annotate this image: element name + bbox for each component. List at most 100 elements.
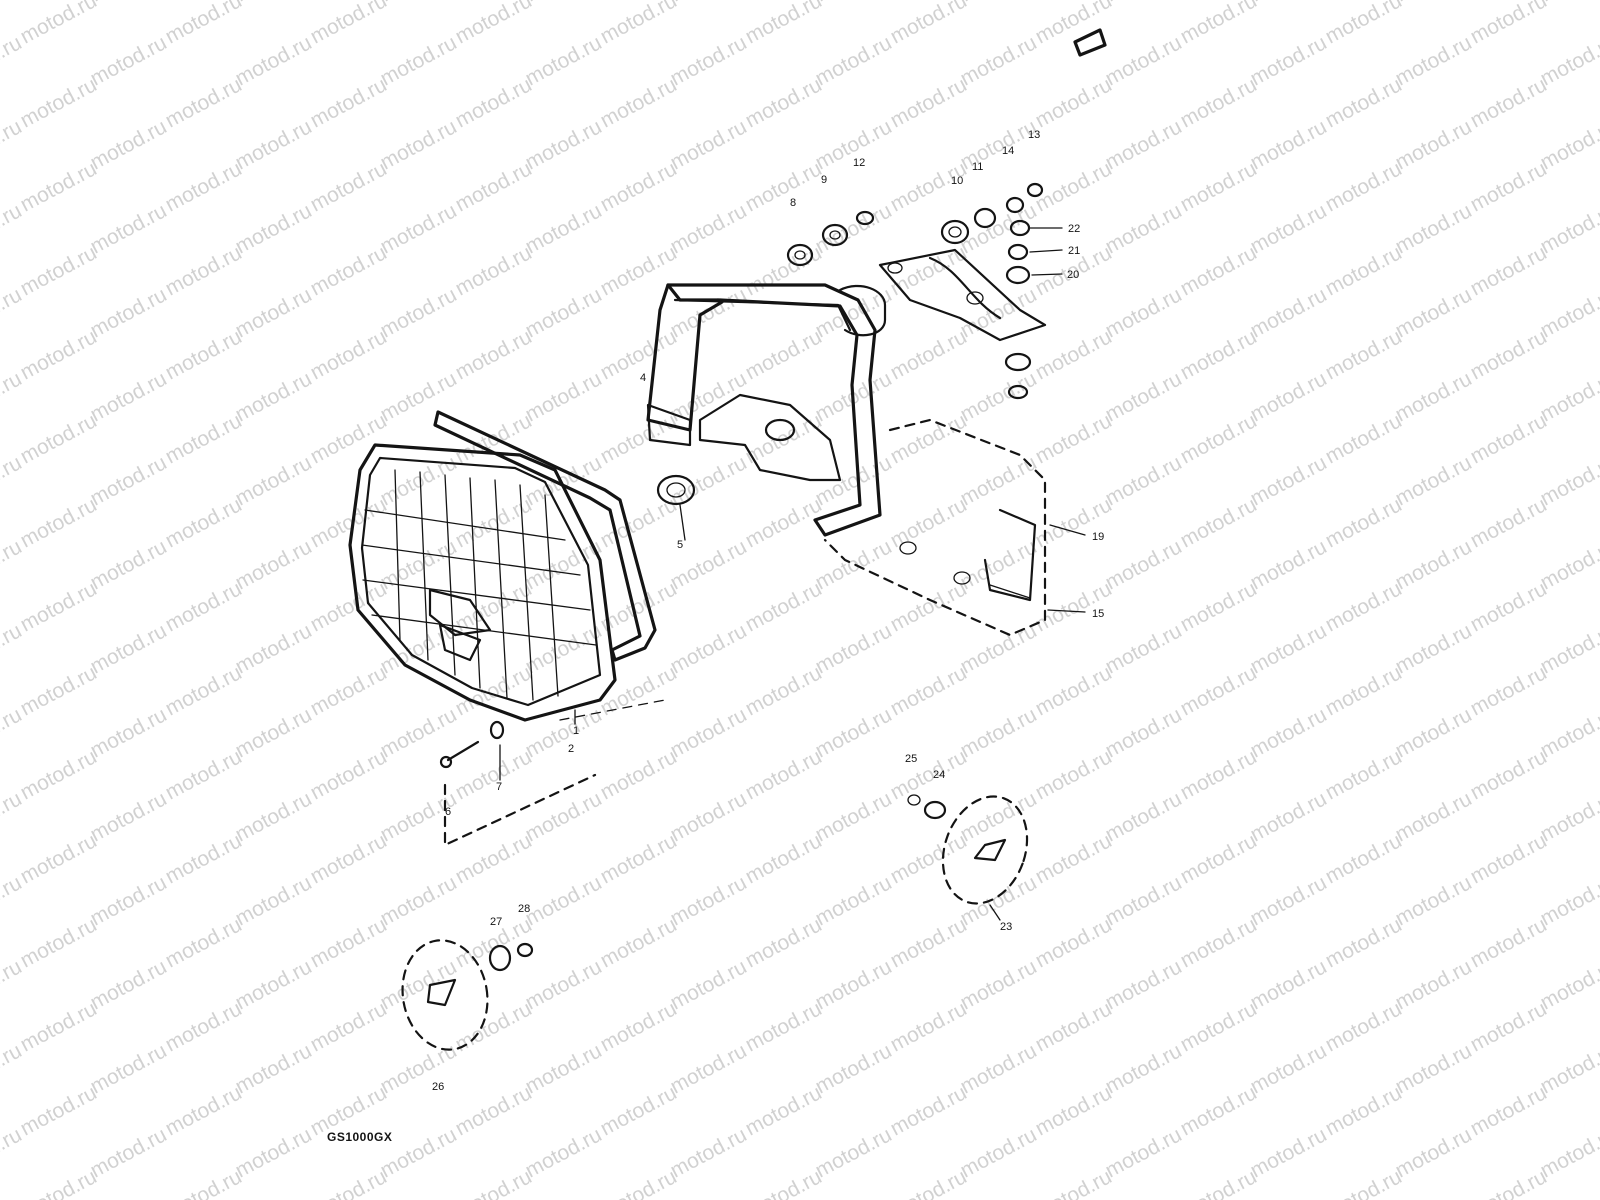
- callout-11: 11: [972, 161, 983, 173]
- watermark-text: motod.ru: [522, 703, 606, 762]
- mounting-bracket: [823, 418, 1047, 637]
- watermark-text: motod.ru: [232, 703, 316, 762]
- watermark-text: motod.ru: [1467, 661, 1551, 720]
- watermark-text: motod.ru: [452, 829, 536, 888]
- watermark-text: motod.ru: [1322, 1165, 1406, 1200]
- watermark-text: motod.ru: [377, 955, 461, 1014]
- watermark-text: motod.ru: [17, 157, 101, 216]
- watermark-text: motod.ru: [1177, 829, 1261, 888]
- watermark-text: motod.ru: [377, 871, 461, 930]
- watermark-text: motod.ru: [1392, 0, 1476, 6]
- watermark-text: motod.ru: [1032, 997, 1116, 1056]
- watermark-text: motod.ru: [87, 0, 171, 6]
- watermark-text: motod.ru: [0, 199, 26, 258]
- watermark-text: motod.ru: [1467, 409, 1551, 468]
- watermark-text: motod.ru: [377, 115, 461, 174]
- watermark-text: motod.ru: [1032, 745, 1116, 804]
- watermark-text: motod.ru: [1247, 787, 1331, 846]
- watermark-text: motod.ru: [742, 829, 826, 888]
- watermark-text: motod.ru: [1102, 703, 1186, 762]
- headlight-housing: [646, 283, 887, 537]
- watermark-text: motod.ru: [1392, 451, 1476, 510]
- watermark-text: motod.ru: [1102, 31, 1186, 90]
- watermark-text: motod.ru: [1392, 1039, 1476, 1098]
- watermark-text: motod.ru: [1467, 0, 1551, 48]
- watermark-text: motod.ru: [1392, 619, 1476, 678]
- watermark-text: motod.ru: [87, 451, 171, 510]
- callout-22: 22: [1068, 223, 1080, 235]
- watermark-text: motod.ru: [1537, 31, 1600, 90]
- callout-1: 1: [573, 725, 579, 737]
- watermark-text: motod.ru: [742, 325, 826, 384]
- watermark-text: motod.ru: [87, 31, 171, 90]
- watermark-text: motod.ru: [17, 73, 101, 132]
- watermark-text: motod.ru: [1247, 955, 1331, 1014]
- watermark-text: motod.ru: [1537, 703, 1600, 762]
- watermark-text: motod.ru: [812, 31, 896, 90]
- watermark-text: motod.ru: [522, 955, 606, 1014]
- watermark-text: motod.ru: [1322, 745, 1406, 804]
- watermark-text: motod.ru: [667, 115, 751, 174]
- watermark-text: motod.ru: [1102, 115, 1186, 174]
- watermark-text: motod.ru: [1537, 619, 1600, 678]
- watermark-text: motod.ru: [1177, 73, 1261, 132]
- callout-2: 2: [568, 743, 574, 755]
- watermark-text: motod.ru: [1392, 535, 1476, 594]
- watermark-text: motod.ru: [1537, 451, 1600, 510]
- watermark-text: motod.ru: [232, 1123, 316, 1182]
- watermark-text: motod.ru: [1032, 409, 1116, 468]
- watermark-text: motod.ru: [1177, 745, 1261, 804]
- watermark-text: motod.ru: [1177, 577, 1261, 636]
- watermark-text: motod.ru: [17, 1165, 101, 1200]
- watermark-text: motod.ru: [957, 955, 1041, 1014]
- watermark-text: motod.ru: [1102, 535, 1186, 594]
- watermark-text: motod.ru: [522, 367, 606, 426]
- watermark-text: motod.ru: [377, 0, 461, 6]
- watermark-text: motod.ru: [0, 115, 26, 174]
- watermark-text: motod.ru: [232, 871, 316, 930]
- watermark-text: motod.ru: [1537, 535, 1600, 594]
- watermark-text: motod.ru: [0, 1039, 26, 1098]
- watermark-text: motod.ru: [1392, 367, 1476, 426]
- watermark-text: motod.ru: [17, 745, 101, 804]
- watermark-text: motod.ru: [0, 703, 26, 762]
- watermark-text: motod.ru: [742, 997, 826, 1056]
- publisher-mark: [1073, 28, 1107, 57]
- watermark-text: motod.ru: [1247, 1039, 1331, 1098]
- callout-numbers: 1 2 4 5 6 7 8 9 10 11 12 13 14 15 19 20 …: [432, 129, 1104, 1093]
- watermark-text: motod.ru: [162, 0, 246, 48]
- watermark-text: motod.ru: [162, 1165, 246, 1200]
- watermark-text: motod.ru: [307, 241, 391, 300]
- watermark-text: motod.ru: [742, 745, 826, 804]
- watermark-text: motod.ru: [87, 199, 171, 258]
- watermark-text: motod.ru: [1392, 115, 1476, 174]
- watermark-text: motod.ru: [667, 1123, 751, 1182]
- watermark-text: motod.ru: [1102, 367, 1186, 426]
- watermark-text: motod.ru: [1247, 115, 1331, 174]
- watermark-text: motod.ru: [667, 1039, 751, 1098]
- watermark-text: motod.ru: [1102, 619, 1186, 678]
- watermark-text: motod.ru: [232, 955, 316, 1014]
- watermark-text: motod.ru: [1177, 913, 1261, 972]
- watermark-text: motod.ru: [597, 409, 681, 468]
- watermark-text: motod.ru: [1322, 913, 1406, 972]
- watermark-text: motod.ru: [377, 31, 461, 90]
- watermark-text: motod.ru: [1102, 787, 1186, 846]
- watermark-text: motod.ru: [597, 661, 681, 720]
- watermark-text: motod.ru: [667, 0, 751, 6]
- watermark-text: motod.ru: [87, 703, 171, 762]
- watermark-text: motod.ru: [667, 199, 751, 258]
- watermark-text: motod.ru: [1322, 829, 1406, 888]
- watermark-text: motod.ru: [522, 199, 606, 258]
- watermark-text: motod.ru: [1247, 199, 1331, 258]
- reflector-disc-right: [907, 794, 1029, 905]
- callout-15: 15: [1092, 608, 1104, 620]
- watermark-text: motod.ru: [1247, 1123, 1331, 1182]
- watermark-text: motod.ru: [957, 451, 1041, 510]
- watermark-text: motod.ru: [1467, 997, 1551, 1056]
- watermark-text: motod.ru: [377, 1039, 461, 1098]
- watermark-text: motod.ru: [17, 0, 101, 48]
